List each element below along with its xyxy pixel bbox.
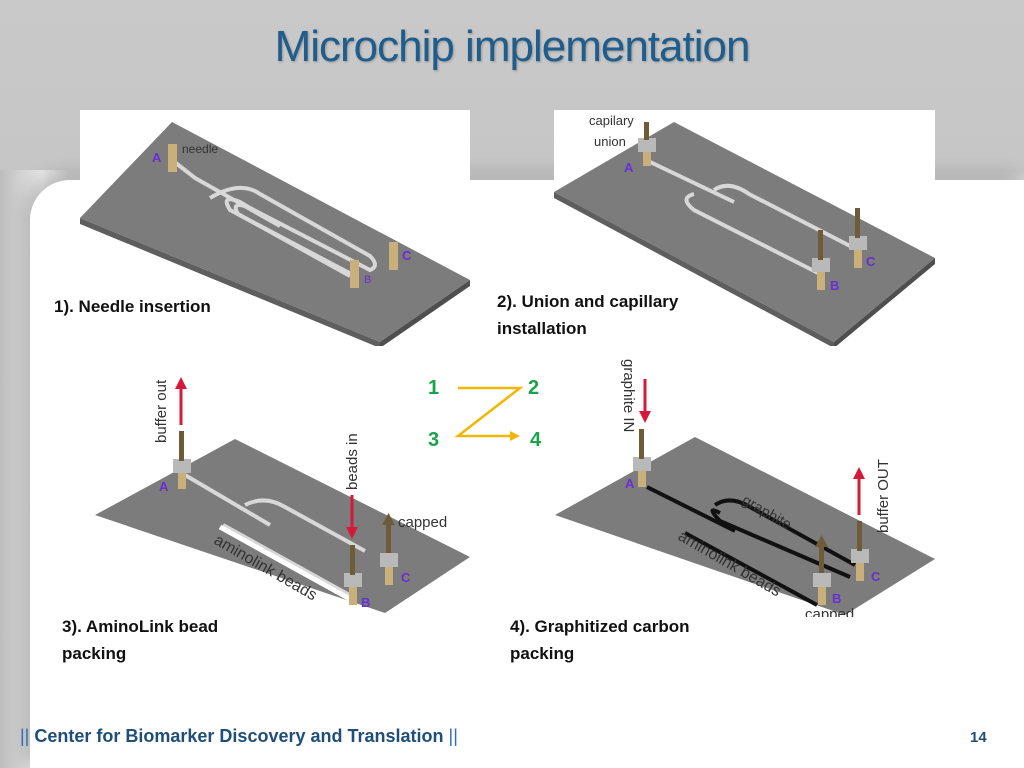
- label-capilary: capilary: [589, 113, 634, 128]
- caption-3-line2: packing: [62, 644, 127, 663]
- caption-4-line1: 4). Graphitized carbon: [510, 617, 690, 636]
- needle-c: [389, 242, 398, 270]
- footer: || Center for Biomarker Discovery and Tr…: [20, 726, 458, 747]
- label-c: C: [871, 569, 881, 584]
- order-1: 1: [428, 377, 440, 399]
- capillary-c: [855, 208, 860, 238]
- label-b: B: [832, 591, 841, 606]
- label-beads-in: beads in: [344, 433, 361, 490]
- label-b: B: [364, 274, 371, 286]
- union-b: [813, 573, 831, 587]
- footer-text: Center for Biomarker Discovery and Trans…: [34, 726, 444, 746]
- label-buffer-out: buffer OUT: [875, 459, 892, 533]
- graphite-channel: [646, 485, 856, 607]
- panel-needle-insertion: needle A B C: [80, 110, 470, 346]
- chip-top: [555, 437, 935, 615]
- label-c: C: [401, 570, 411, 585]
- label-c: C: [402, 248, 412, 263]
- union-c: [849, 236, 867, 250]
- footer-left-bar: ||: [20, 726, 30, 746]
- capillary-b: [818, 230, 823, 260]
- union-b: [344, 573, 362, 587]
- caption-4-line2: packing: [510, 644, 575, 663]
- label-capped: capped: [805, 606, 854, 617]
- order-2: 2: [528, 377, 540, 399]
- union-b: [812, 258, 830, 272]
- order-4: 4: [530, 429, 542, 451]
- caption-3: 3). AminoLink bead packing: [62, 613, 218, 667]
- label-buffer-out: buffer out: [153, 379, 170, 443]
- page-number: 14: [970, 729, 987, 746]
- union-a: [173, 459, 191, 473]
- caption-2: 2). Union and capillary installation: [497, 288, 678, 342]
- chip-top: [95, 439, 470, 613]
- label-a: A: [625, 476, 635, 491]
- label-a: A: [152, 150, 162, 165]
- panel-union-capillary: capilary union A B C: [554, 110, 935, 346]
- slide-title: Microchip implementation: [274, 22, 751, 71]
- chip-top: [554, 122, 935, 342]
- caption-4: 4). Graphitized carbon packing: [510, 613, 689, 667]
- label-needle: needle: [182, 142, 218, 156]
- label-b: B: [361, 595, 370, 610]
- chip-diagram-4: graphite IN buffer OUT graphite aminolin…: [555, 359, 935, 617]
- needle-b: [350, 260, 359, 288]
- panel-aminolink-packing: buffer out beads in capped aminolink bea…: [95, 355, 470, 617]
- chip-diagram-1: needle A B C: [80, 122, 470, 346]
- z-order-arrow: [454, 386, 524, 441]
- capillary-a: [644, 122, 649, 140]
- caption-1: 1). Needle insertion: [54, 297, 211, 316]
- label-capped: capped: [398, 514, 447, 531]
- footer-right-bar: ||: [448, 726, 458, 746]
- needle-a: [168, 144, 177, 172]
- union-c: [380, 553, 398, 567]
- label-union: union: [594, 134, 626, 149]
- union-c: [851, 549, 869, 563]
- caption-3-line1: 3). AminoLink bead: [62, 617, 219, 636]
- caption-2-line2: installation: [497, 319, 587, 338]
- chip-diagram-3: buffer out beads in capped aminolink bea…: [95, 377, 470, 617]
- chip-diagram-2: capilary union A B C: [554, 113, 935, 346]
- label-a: A: [624, 160, 634, 175]
- label-a: A: [159, 479, 169, 494]
- label-b: B: [830, 278, 839, 293]
- label-c: C: [866, 254, 876, 269]
- union-a: [638, 138, 656, 152]
- order-3: 3: [428, 429, 440, 451]
- label-graphite-in: graphite IN: [620, 359, 637, 432]
- union-a: [633, 457, 651, 471]
- caption-2-line1: 2). Union and capillary: [497, 292, 679, 311]
- panel-graphitized-carbon: graphite IN buffer OUT graphite aminolin…: [555, 355, 935, 617]
